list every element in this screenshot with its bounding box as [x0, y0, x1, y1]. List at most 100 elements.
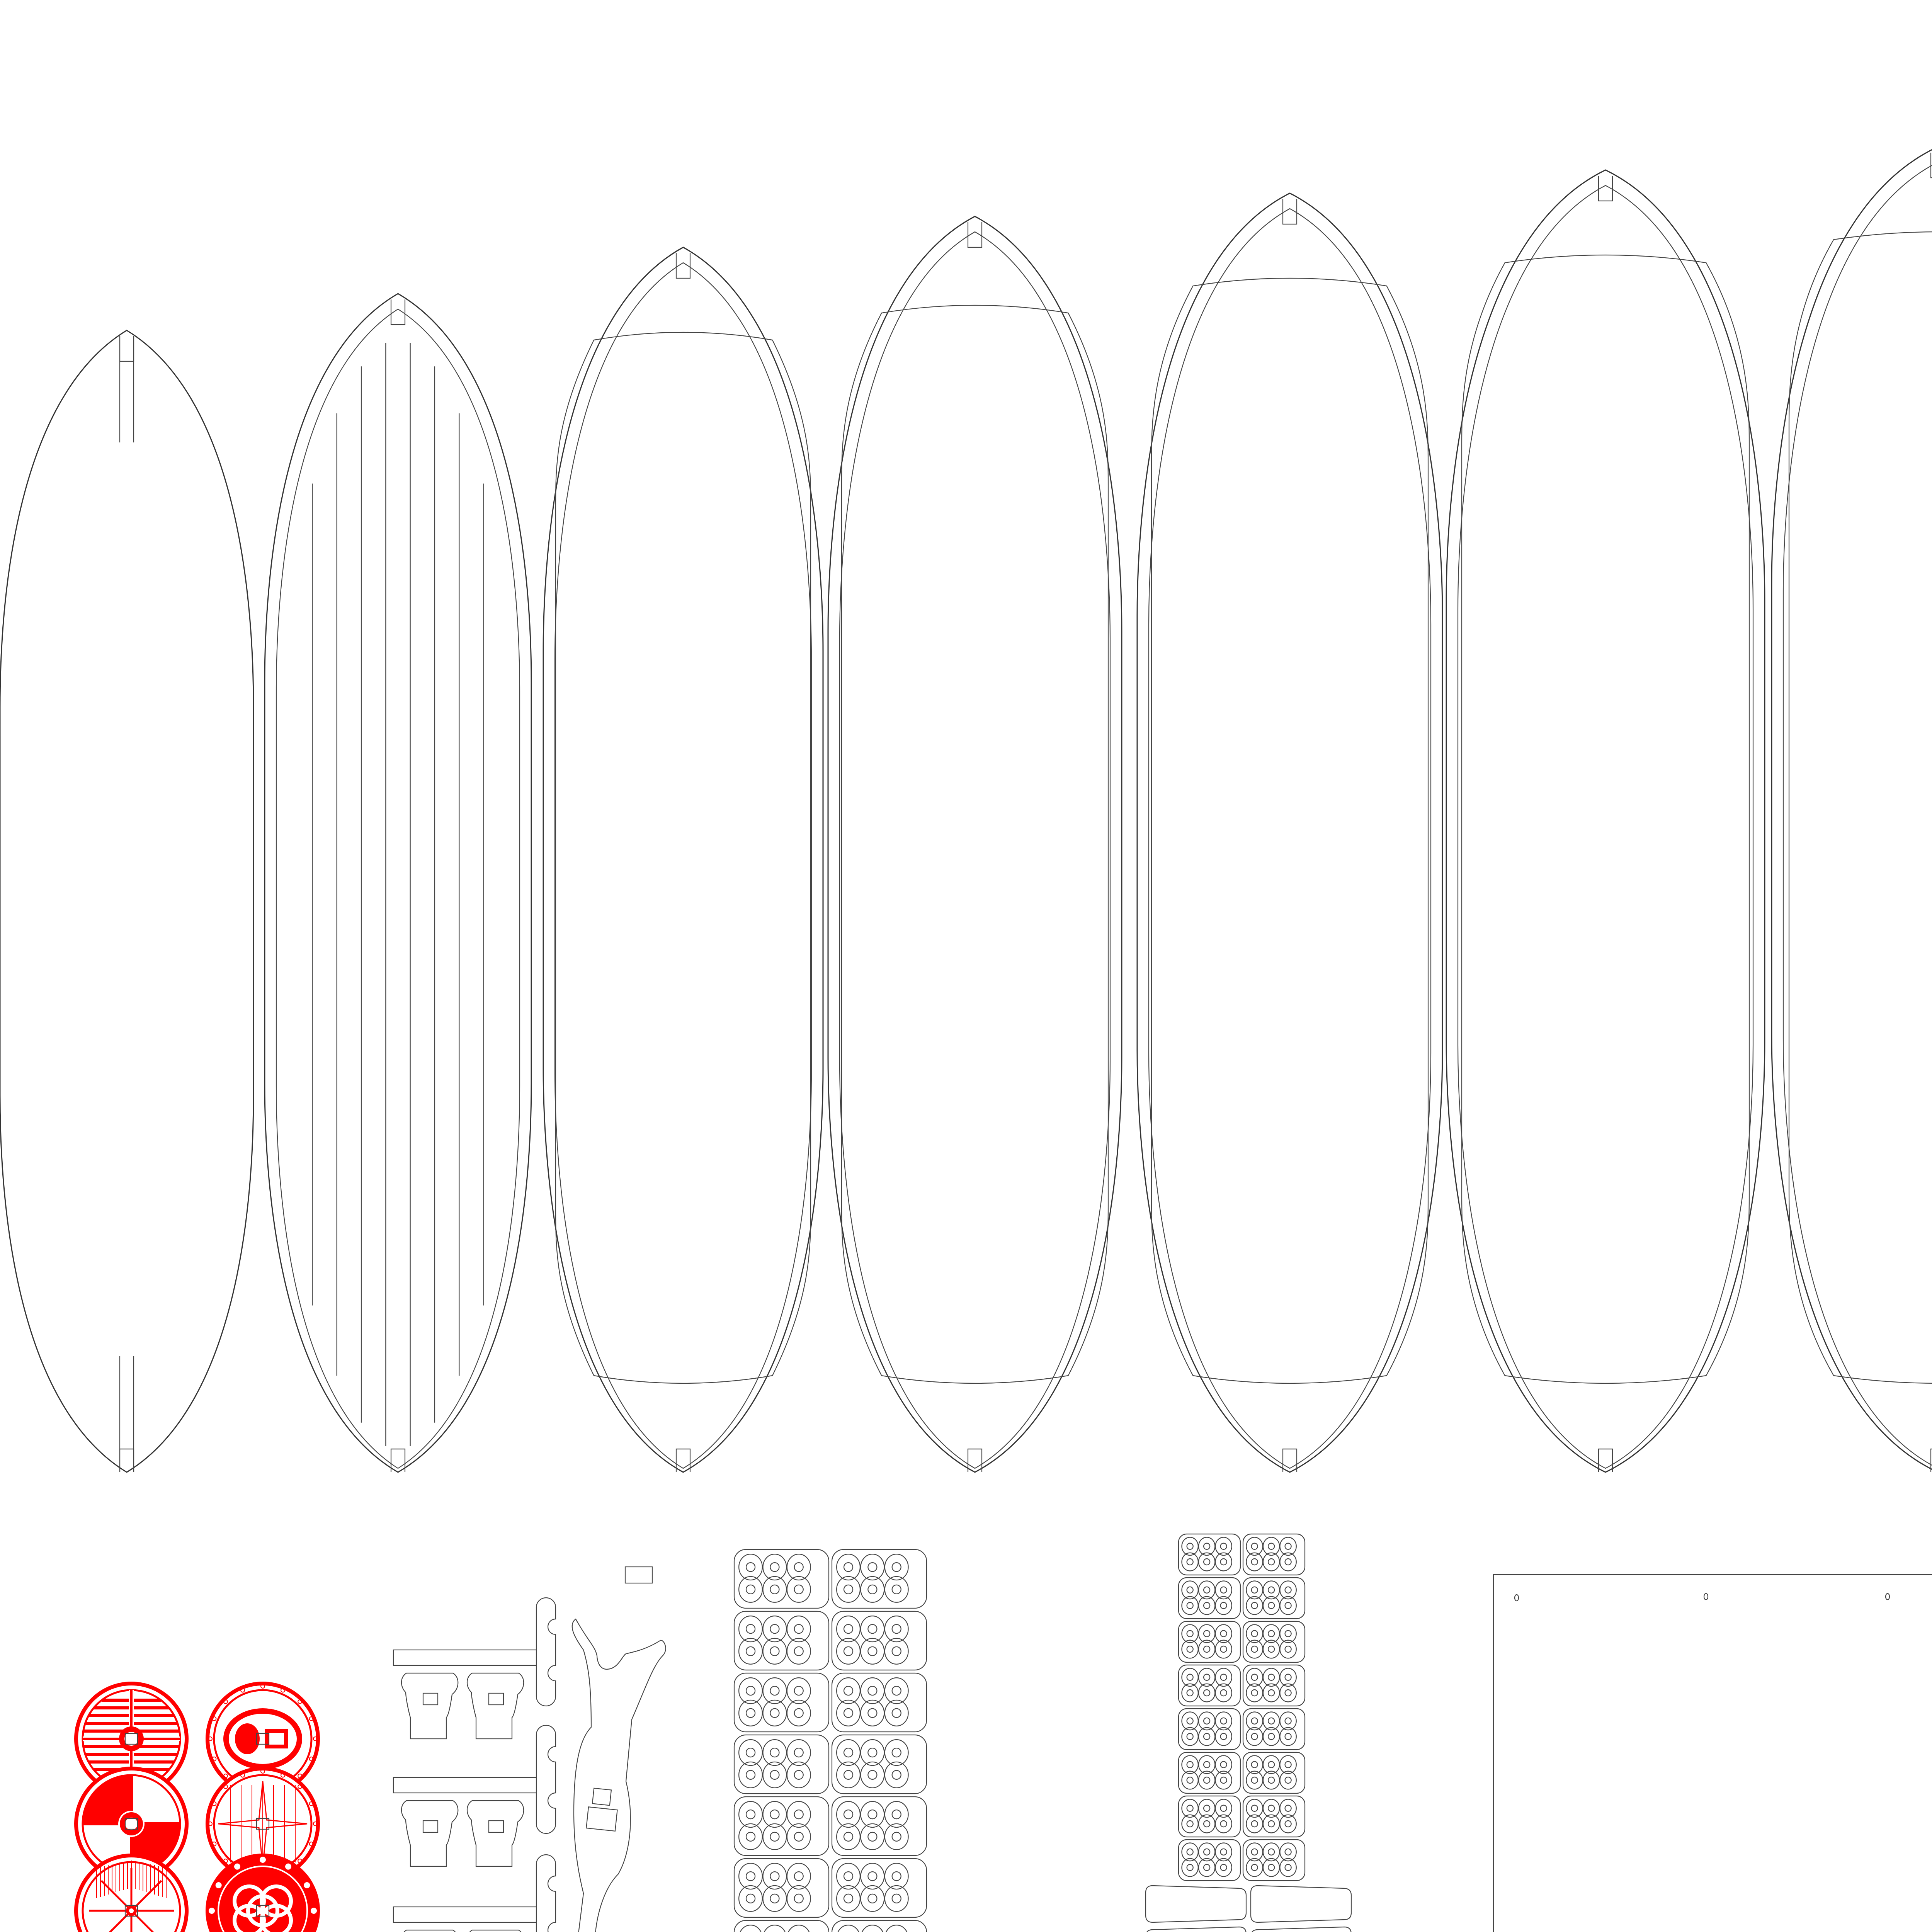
seat-slot	[422, 1692, 439, 1706]
rowlock-hole	[794, 1708, 804, 1718]
rowlock-ring	[836, 1863, 861, 1890]
rowlock-hole	[1220, 1733, 1227, 1740]
rowlock-ring	[836, 1576, 861, 1603]
rivet	[285, 1863, 291, 1870]
rowlock-ring	[1279, 1755, 1297, 1774]
rowlock-ring	[1279, 1858, 1297, 1877]
rowlock-hole	[1284, 1673, 1292, 1681]
rivet	[298, 1774, 303, 1779]
bench-spine-3	[393, 1854, 556, 1932]
rivet	[298, 1859, 303, 1864]
rowlock-hole	[1284, 1848, 1292, 1855]
rowlock-ring	[762, 1739, 787, 1766]
rowlock-ring	[884, 1823, 909, 1850]
rowlock-hole	[1251, 1761, 1258, 1768]
rowlock-hole	[1251, 1864, 1258, 1871]
rowlock-hole	[794, 1747, 804, 1758]
rowlock-hole	[1284, 1761, 1292, 1768]
rowlock-plate	[1178, 1795, 1241, 1838]
rowlock-hole	[1220, 1630, 1227, 1637]
rowlock-hole	[1203, 1586, 1211, 1594]
rowlock-hole	[843, 1646, 854, 1656]
rowlock-ring	[1215, 1799, 1232, 1818]
rivet	[313, 1821, 318, 1826]
rowlock-plate-large	[733, 1920, 830, 1932]
bottom-slot	[390, 1448, 406, 1472]
rowlock-hole	[745, 1646, 756, 1656]
bench-knob-post	[536, 1854, 556, 1932]
rowlock-hole	[794, 1770, 804, 1780]
neck-slot-2	[586, 1806, 618, 1832]
rowlock-ring	[1215, 1727, 1232, 1746]
rowlock-ring	[1215, 1624, 1232, 1643]
rowlock-ring	[1279, 1596, 1297, 1615]
rowlock-plate	[1178, 1839, 1241, 1881]
rowlock-hole	[1186, 1733, 1194, 1740]
rowlock-hole	[770, 1747, 780, 1758]
rowlock-plate-small	[1242, 1795, 1306, 1838]
mount-slot	[124, 1818, 138, 1830]
rowlock-hole	[1251, 1848, 1258, 1855]
rowlock-hole	[1220, 1761, 1227, 1768]
rowlock-hole	[867, 1809, 878, 1820]
rowlock-hole	[1186, 1586, 1194, 1594]
rowlock-plate-small	[1242, 1664, 1306, 1707]
rowlock-hole	[1251, 1689, 1258, 1697]
rivet	[298, 1699, 303, 1704]
rowlock-hole	[1284, 1717, 1292, 1725]
rivet	[208, 1736, 213, 1741]
rivet	[240, 1773, 245, 1778]
rivet	[223, 1784, 228, 1789]
bench-rail	[393, 1906, 537, 1923]
rowlock-ring	[884, 1801, 909, 1828]
rowlock-hole	[1186, 1864, 1194, 1871]
deck-board	[1493, 1574, 1932, 1932]
rowlock-ring	[836, 1823, 861, 1850]
rowlock-hole	[843, 1624, 854, 1634]
rowlock-ring	[1215, 1711, 1232, 1731]
rowlock-hole	[1267, 1848, 1275, 1855]
rowlock-ring	[860, 1677, 885, 1704]
rowlock-hole	[867, 1685, 878, 1696]
rowlock-ring	[1215, 1537, 1232, 1556]
rowlock-ring	[1279, 1814, 1297, 1833]
rowlock-plate-small	[1178, 1664, 1241, 1707]
rowlock-ring	[1279, 1639, 1297, 1659]
rowlock-hole	[1267, 1717, 1275, 1725]
rowlock-ring	[738, 1739, 763, 1766]
rowlock-hole	[843, 1708, 854, 1718]
rowlock-hole	[1203, 1673, 1211, 1681]
rowlock-hole	[1251, 1820, 1258, 1828]
rowlock-ring	[860, 1885, 885, 1912]
rowlock-hole	[1203, 1543, 1211, 1550]
hull-frame-3	[543, 247, 824, 1473]
rowlock-ring	[762, 1638, 787, 1665]
rowlock-hole	[1284, 1689, 1292, 1697]
rowlock-hole	[1203, 1717, 1211, 1725]
rowlock-plate-large	[733, 1858, 830, 1918]
knot-loop	[246, 1894, 279, 1927]
rowlock-ring	[1279, 1624, 1297, 1643]
rowlock-plate-large	[831, 1920, 927, 1932]
bench-seat	[401, 1672, 459, 1740]
rowlock-hole	[1186, 1848, 1194, 1855]
rowlock-hole	[843, 1809, 854, 1820]
rowlock-hole	[1186, 1630, 1194, 1637]
rowlock-ring	[1215, 1683, 1232, 1702]
rowlock-hole	[794, 1809, 804, 1820]
hull-frame-7	[1771, 149, 1932, 1472]
frame-outline	[543, 247, 824, 1473]
rowlock-plate	[1178, 1533, 1241, 1576]
rowlock-hole	[1267, 1673, 1275, 1681]
rowlock-ring	[836, 1638, 861, 1665]
neck-slot-1	[592, 1787, 612, 1806]
rowlock-plate-small	[1178, 1708, 1241, 1750]
boss-hole	[124, 1732, 138, 1746]
rivet	[304, 1882, 310, 1888]
rowlock-plate	[831, 1796, 927, 1856]
rivet	[260, 1857, 266, 1863]
frame-outline	[1446, 169, 1765, 1473]
bottom-slot	[1282, 1448, 1298, 1472]
rowlock-ring	[836, 1801, 861, 1828]
